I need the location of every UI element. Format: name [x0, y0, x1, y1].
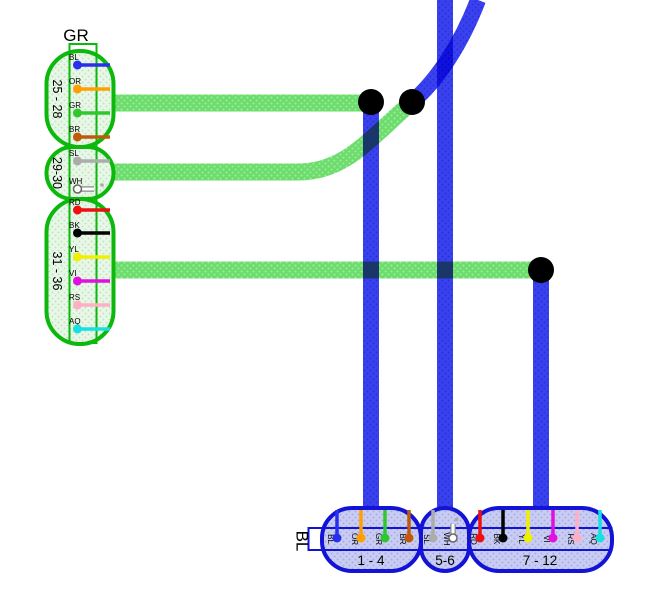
gr-wire-vi-label: VI	[69, 269, 77, 278]
bl-wire-aq-label: AQ	[589, 533, 598, 545]
bl-wire-rs: RS	[566, 510, 582, 545]
gr-wire-yl-dot	[73, 252, 82, 262]
gr-wire-gr: GR	[69, 101, 110, 118]
gr-wire-or: OR	[69, 77, 110, 94]
bl-wire-yl: YL	[517, 510, 533, 544]
connector-fills	[46, 51, 612, 571]
bl-wire-br-label: BR	[398, 533, 407, 544]
bl-wire-vi-label: VI	[542, 535, 551, 543]
bl-wire-yl-label: YL	[517, 534, 526, 544]
gr-wire-aq-label: AQ	[69, 317, 81, 326]
bl-wire-br-dot	[404, 533, 414, 543]
gr-range-31-36: 31 - 36	[50, 252, 64, 291]
gr-wire-vi: VI	[69, 269, 110, 286]
bl-range-5-6: 5-6	[435, 553, 455, 568]
bl-wire-or-label: OR	[350, 533, 359, 545]
gr-wire-wh: WH	[69, 177, 104, 194]
gr-range-29-30: 29-30	[50, 157, 64, 189]
bl-wire-sl: SL	[422, 510, 438, 544]
bl-wire-aq: AQ	[589, 510, 605, 545]
bl-wire-bk: BK	[492, 510, 508, 545]
gr-wire-vi-dot	[73, 276, 82, 286]
gr-group-title: GR	[63, 26, 89, 45]
bl-wire-rd-label: RD	[469, 533, 478, 545]
gr-wire-bl-dot	[73, 60, 82, 70]
gr-wire-wh-dot	[72, 184, 83, 194]
bl-connector-1-4-body	[322, 508, 421, 571]
labels: GR BL 25 - 28 29-30 31 - 36 1 - 4 5-6 7 …	[50, 26, 557, 568]
junction-dot-1	[358, 89, 384, 115]
gr-wire-sl-dot	[73, 156, 82, 166]
gr-wire-br: BR	[69, 125, 110, 142]
bl-wire-aq-dot	[595, 533, 605, 543]
gr-wire-bl: BL	[69, 53, 110, 70]
bl-wires: BL OR GR BR SL WH	[326, 510, 605, 546]
bl-wire-gr-label: GR	[374, 533, 383, 545]
gr-wires: BL OR GR BR SL WH	[69, 53, 110, 334]
bl-wire-bl: BL	[326, 510, 342, 544]
gr-wire-br-dot	[73, 132, 82, 142]
bl-wire-rd-dot	[475, 533, 485, 543]
bl-label-strip	[307, 527, 613, 551]
bl-wire-wh-label: WH	[442, 532, 451, 546]
bl-wire-sl-dot	[428, 533, 438, 543]
bl-wire-wh-minidot	[454, 517, 459, 522]
gr-wire-aq: AQ	[69, 317, 110, 334]
gr-wire-or-dot	[73, 84, 82, 94]
gr-wire-gr-dot	[73, 108, 82, 118]
gr-wire-sl-label: SL	[69, 149, 79, 158]
gr-wire-wh-minidot	[100, 183, 104, 187]
blue-cables	[363, 0, 549, 510]
green-cable-29-30	[113, 95, 418, 181]
gr-wire-gr-label: GR	[69, 101, 81, 110]
gr-wire-sl: SL	[69, 149, 110, 166]
bl-wire-or-dot	[356, 533, 366, 543]
gr-wire-rd-dot	[73, 205, 82, 215]
gr-wire-or-label: OR	[69, 77, 81, 86]
bl-wire-br: BR	[398, 510, 414, 545]
gr-wire-bk-dot	[73, 228, 82, 238]
gr-wire-bl-label: BL	[69, 53, 79, 62]
bl-wire-gr: GR	[374, 510, 390, 545]
gr-wire-yl: YL	[69, 245, 110, 262]
gr-label-strip	[68, 43, 98, 344]
gr-wire-rd-label: RD	[69, 198, 81, 207]
bl-wire-bk-dot	[498, 533, 508, 543]
gr-wire-rs-dot	[73, 300, 82, 310]
bl-wire-sl-label: SL	[422, 534, 431, 544]
connector-outlines	[44, 49, 614, 573]
bl-wire-bl-label: BL	[326, 534, 335, 544]
bl-wire-rd: RD	[469, 510, 485, 545]
bl-range-1-4: 1 - 4	[357, 553, 385, 568]
gr-wire-rs: RS	[69, 293, 110, 310]
gr-wire-wh-label: WH	[69, 177, 83, 186]
gr-wire-bk-label: BK	[69, 221, 80, 230]
bl-wire-bl-dot	[332, 533, 342, 543]
bl-wire-vi-dot	[548, 533, 558, 543]
gr-wire-bk: BK	[69, 221, 110, 238]
bl-range-7-12: 7 - 12	[523, 553, 558, 568]
gr-range-25-28: 25 - 28	[50, 80, 64, 119]
gr-wire-yl-label: YL	[69, 245, 79, 254]
gr-wire-aq-dot	[73, 324, 82, 334]
junction-dot-3	[528, 257, 554, 283]
bl-wire-vi: VI	[542, 510, 558, 543]
bl-wire-wh-dot	[448, 533, 458, 543]
junction-dots	[358, 89, 554, 283]
bl-wire-bk-label: BK	[492, 534, 501, 545]
gr-wire-rd: RD	[69, 198, 110, 215]
gr-wire-br-label: BR	[69, 125, 80, 134]
bl-wire-rs-dot	[572, 533, 582, 543]
bl-wire-wh: WH	[442, 517, 459, 546]
bl-wire-or: OR	[350, 510, 366, 545]
bl-wire-gr-dot	[380, 533, 390, 543]
bl-group-title: BL	[293, 531, 312, 552]
gr-wire-rs-label: RS	[69, 293, 80, 302]
green-cables	[113, 94, 541, 279]
bl-wire-yl-dot	[523, 533, 533, 543]
bl-wire-rs-label: RS	[566, 533, 575, 544]
junction-dot-2	[399, 89, 425, 115]
